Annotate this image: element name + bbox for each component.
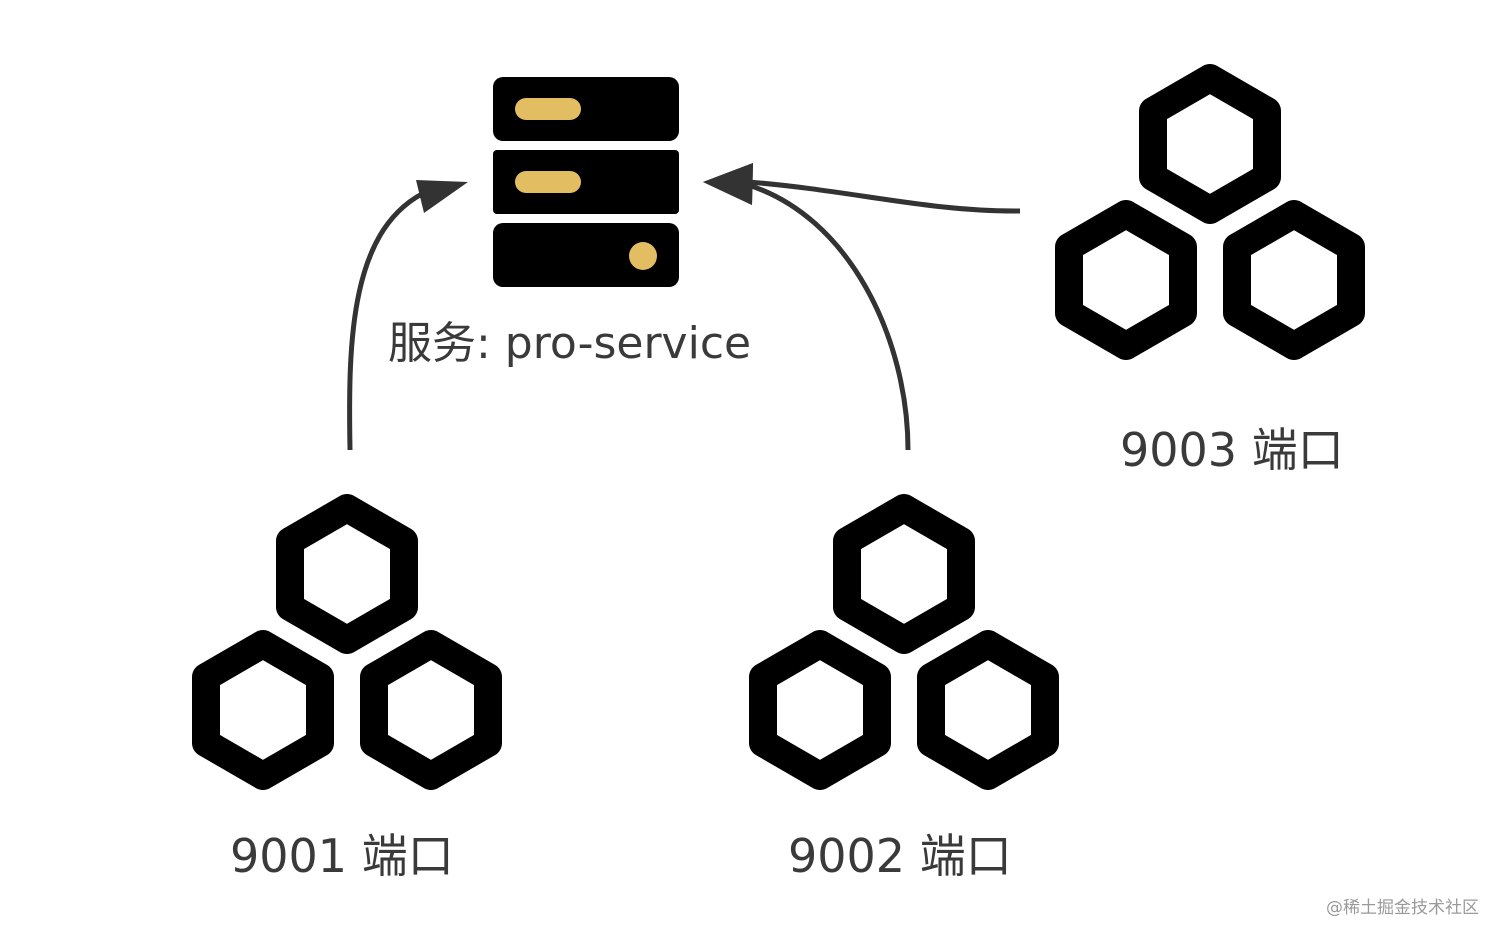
arrowhead-icon	[703, 163, 753, 205]
server-icon	[493, 77, 679, 287]
node-9003-label: 9003 端口	[1120, 423, 1344, 477]
node-9001-cluster-icon	[206, 508, 488, 776]
node-9001-label: 9001 端口	[230, 829, 454, 883]
edge-9001-to-service	[347, 180, 468, 451]
edge-9002-to-service	[703, 163, 911, 451]
node-9002-label: 9002 端口	[788, 829, 1012, 883]
arrowhead-icon	[416, 180, 468, 213]
node-9003-cluster-icon	[1069, 78, 1351, 346]
watermark: @稀土掘金技术社区	[1326, 898, 1479, 918]
node-9002-cluster-icon	[763, 508, 1045, 776]
edge-9003-to-service	[703, 163, 1021, 214]
service-label: 服务: pro-service	[388, 318, 751, 369]
